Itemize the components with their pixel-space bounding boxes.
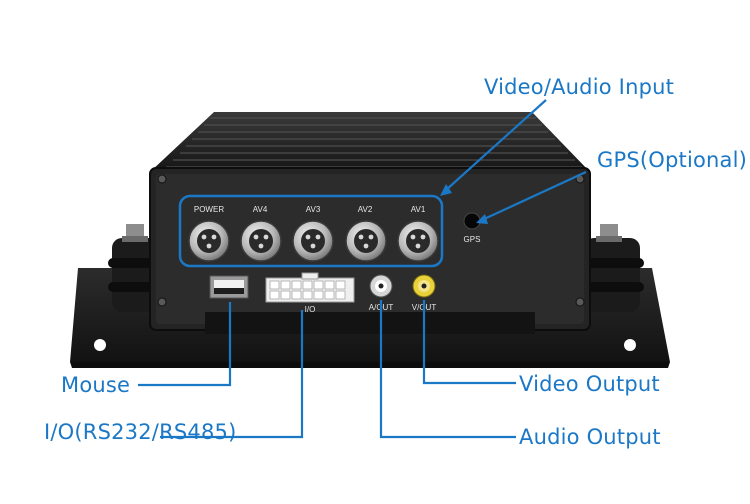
label-gps: GPS xyxy=(464,235,481,244)
callout-io: I/O(RS232/RS485) xyxy=(44,420,237,444)
label-io: I/O xyxy=(305,305,316,314)
connector-av1 xyxy=(397,220,439,262)
heatsink-top xyxy=(150,112,590,172)
damper-right xyxy=(580,224,644,312)
connector-av3 xyxy=(292,220,334,262)
label-av4: AV4 xyxy=(253,205,268,214)
callout-gps: GPS(Optional) xyxy=(597,148,748,172)
label-power: POWER xyxy=(194,205,224,214)
rca-audio-out xyxy=(369,274,393,298)
connector-av2 xyxy=(345,220,387,262)
callout-mouse: Mouse xyxy=(61,373,131,397)
gps-port xyxy=(463,212,481,230)
label-av2: AV2 xyxy=(358,205,373,214)
connector-power xyxy=(188,220,230,262)
plate-hole xyxy=(624,339,636,351)
label-av1: AV1 xyxy=(411,205,426,214)
callout-lines xyxy=(138,99,587,439)
label-av3: AV3 xyxy=(306,205,321,214)
io-terminal-block xyxy=(265,272,355,303)
callout-audio-output: Audio Output xyxy=(519,425,661,449)
av-highlight-box xyxy=(178,194,444,268)
lower-recess xyxy=(205,312,535,334)
connector-av4 xyxy=(240,220,282,262)
usb-port xyxy=(209,275,249,299)
callout-video-output: Video Output xyxy=(519,372,660,396)
rca-video-out xyxy=(412,274,436,298)
panel-screws xyxy=(157,174,585,307)
plate-hole xyxy=(94,339,106,351)
callout-arrowheads xyxy=(440,184,488,224)
callout-video-audio-input: Video/Audio Input xyxy=(484,75,675,99)
